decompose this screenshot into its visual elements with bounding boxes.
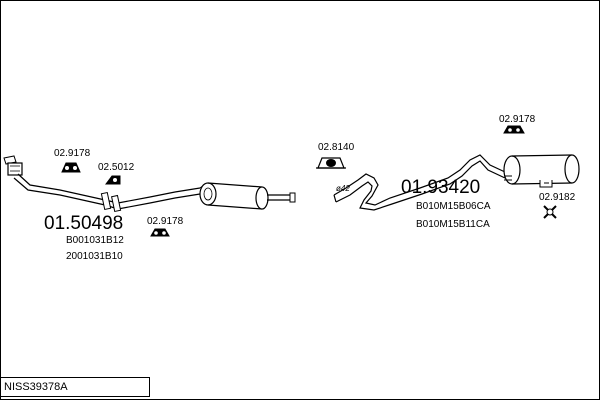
rear-silencer [503, 154, 580, 188]
rubber-hanger-icon [61, 162, 81, 173]
part-code-hanger-rear: 02.9178 [499, 114, 536, 125]
sub-code-rear-1: B010M15B06CA [416, 201, 491, 212]
front-pipe [13, 173, 201, 213]
reference-code-box: NISS39378A [0, 377, 150, 397]
rear-pipe [333, 154, 506, 211]
part-code-clip: 02.5012 [98, 162, 135, 173]
reference-code: NISS39378A [4, 381, 68, 393]
rubber-hanger-icon [150, 228, 170, 237]
rubber-hanger-icon [503, 125, 525, 134]
part-code-damper: 02.9182 [539, 192, 576, 203]
part-code-hanger-left: 02.9178 [54, 148, 91, 159]
front-tail-pipe [267, 192, 296, 203]
part-code-clamp: 02.8140 [318, 142, 355, 153]
article-number-rear: 01.93420 [401, 177, 480, 198]
sub-code-front-2: 2001031B10 [66, 251, 123, 262]
sub-code-rear-2: B010M15B11CA [416, 219, 490, 230]
manifold-flange-icon [3, 155, 23, 176]
clamp-icon [316, 157, 346, 169]
front-exhaust-section: 02.9178 02.5012 02.9178 01.50498 B001031… [3, 148, 296, 262]
article-number-front: 01.50498 [44, 213, 123, 234]
mounting-clip-icon [105, 175, 121, 185]
damper-ring-icon [543, 205, 557, 219]
rear-exhaust-section: 02.8140 02.9178 02.9182 ø42 01.93420 B01… [316, 114, 580, 230]
pipe-diameter-label: ø42 [336, 184, 350, 193]
front-silencer [199, 182, 269, 210]
part-code-hanger-right: 02.9178 [147, 216, 184, 227]
sub-code-front-1: B001031B12 [66, 235, 124, 246]
